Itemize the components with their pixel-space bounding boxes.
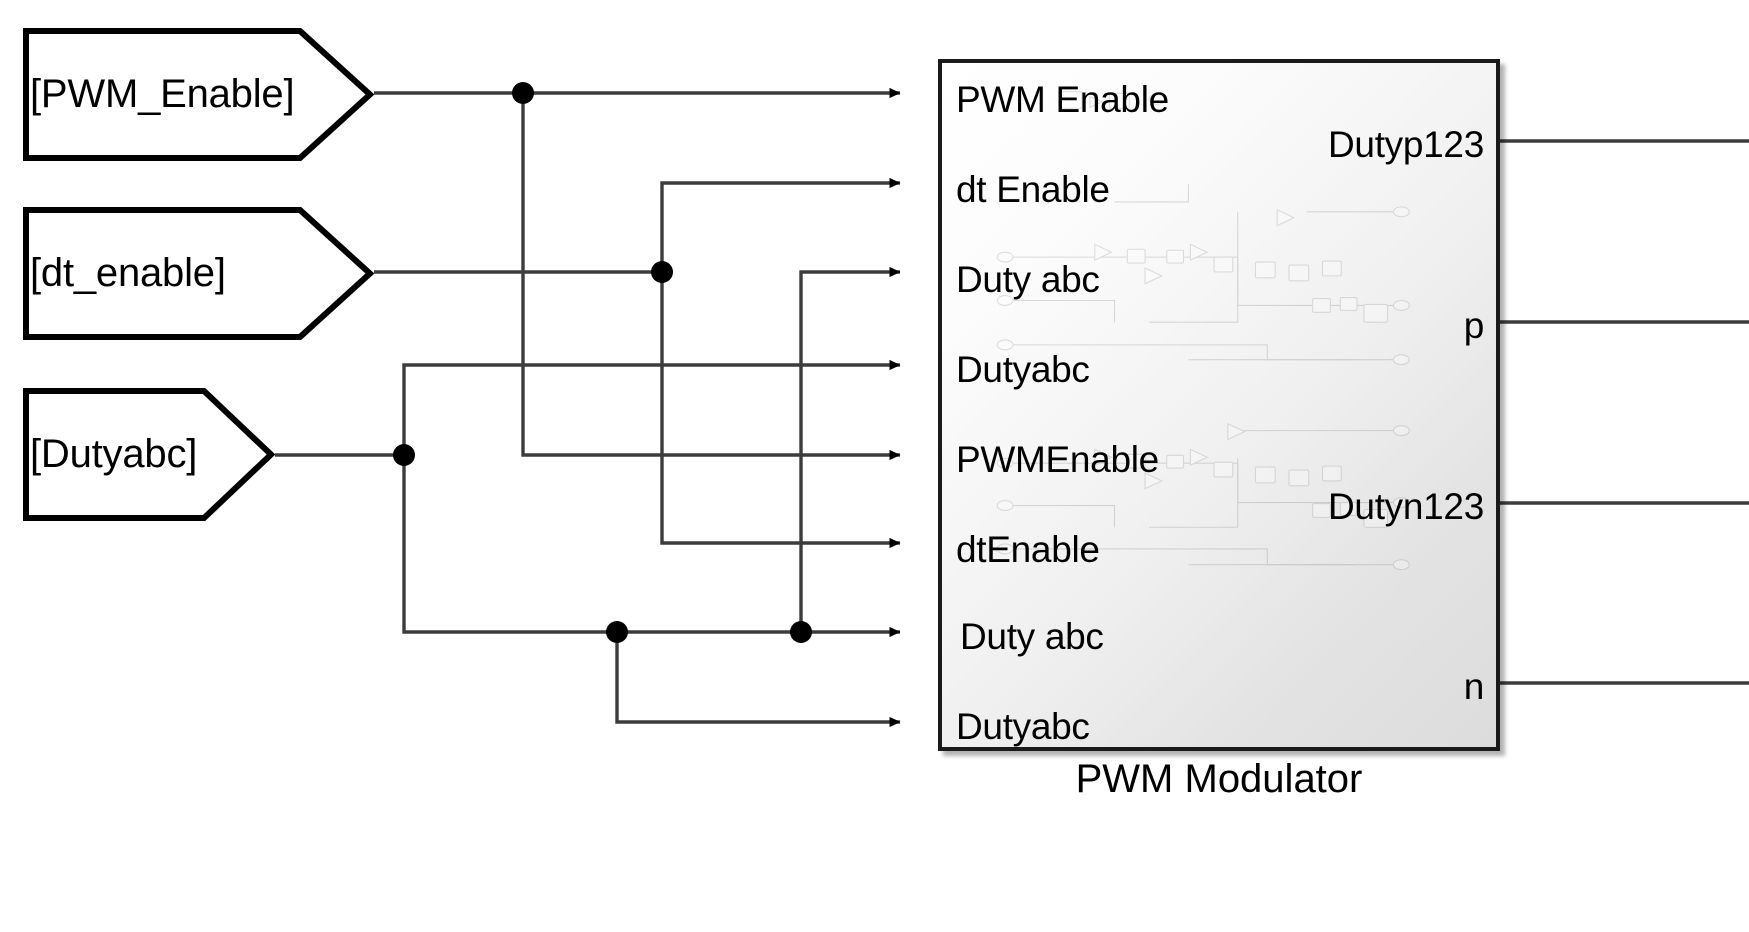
junction-dot bbox=[393, 444, 415, 466]
input-port-label-duty-abc-2: Duty abc bbox=[960, 616, 1104, 657]
from-block-shape bbox=[23, 28, 374, 161]
output-port-label-p: p bbox=[1463, 305, 1485, 346]
from-block-label: [Dutyabc] bbox=[30, 432, 198, 476]
input-port-label-duty-abc-1: Duty abc bbox=[956, 259, 1100, 300]
output-port-label-n: n bbox=[1463, 666, 1485, 707]
from-block-label: [dt_enable] bbox=[30, 251, 226, 295]
output-port-label-dutyn123: Dutyn123 bbox=[1328, 486, 1484, 527]
junction-dot bbox=[606, 621, 628, 643]
from-block-label: [PWM_Enable] bbox=[30, 72, 295, 116]
wire-dutyabc-branch-3 bbox=[615, 632, 901, 728]
input-port-label-dtenable: dtEnable bbox=[956, 529, 1100, 570]
wire-dt-enable-branch bbox=[660, 272, 901, 549]
junction-dot bbox=[512, 82, 534, 104]
junction-dot bbox=[651, 261, 673, 283]
wire-dutyabc-branch-4 bbox=[799, 266, 901, 632]
junction-dot bbox=[790, 621, 812, 643]
wire-junction-dots bbox=[393, 82, 812, 643]
from-block-shape bbox=[23, 388, 275, 521]
wire-dt-enable-main bbox=[374, 177, 901, 274]
input-port-label-dutyabc-1: Dutyabc bbox=[956, 349, 1090, 390]
wire-pwm-enable-branch bbox=[521, 93, 901, 461]
from-block-shape bbox=[23, 207, 374, 340]
input-port-label-pwm-enable: PWM Enable bbox=[956, 79, 1169, 120]
input-port-label-dutyabc-2: Dutyabc bbox=[956, 706, 1090, 747]
wire-dutyabc-branch-2 bbox=[402, 455, 901, 638]
from-block-dt-enable[interactable]: [dt_enable] bbox=[22, 206, 374, 341]
input-port-label-pwmenable: PWMEnable bbox=[956, 439, 1159, 480]
from-block-dutyabc[interactable]: [Dutyabc] bbox=[22, 387, 275, 522]
input-port-label-dt-enable: dt Enable bbox=[956, 169, 1110, 210]
output-port-label-dutyp123: Dutyp123 bbox=[1328, 124, 1484, 165]
from-block-pwm-enable[interactable]: [PWM_Enable] bbox=[22, 27, 374, 162]
block-caption: PWM Modulator bbox=[1075, 757, 1363, 801]
wire-dutyabc-branch-1 bbox=[402, 359, 901, 455]
pwm-modulator-block[interactable]: PWM Enable dt Enable Duty abc Dutyabc PW… bbox=[938, 59, 1500, 751]
